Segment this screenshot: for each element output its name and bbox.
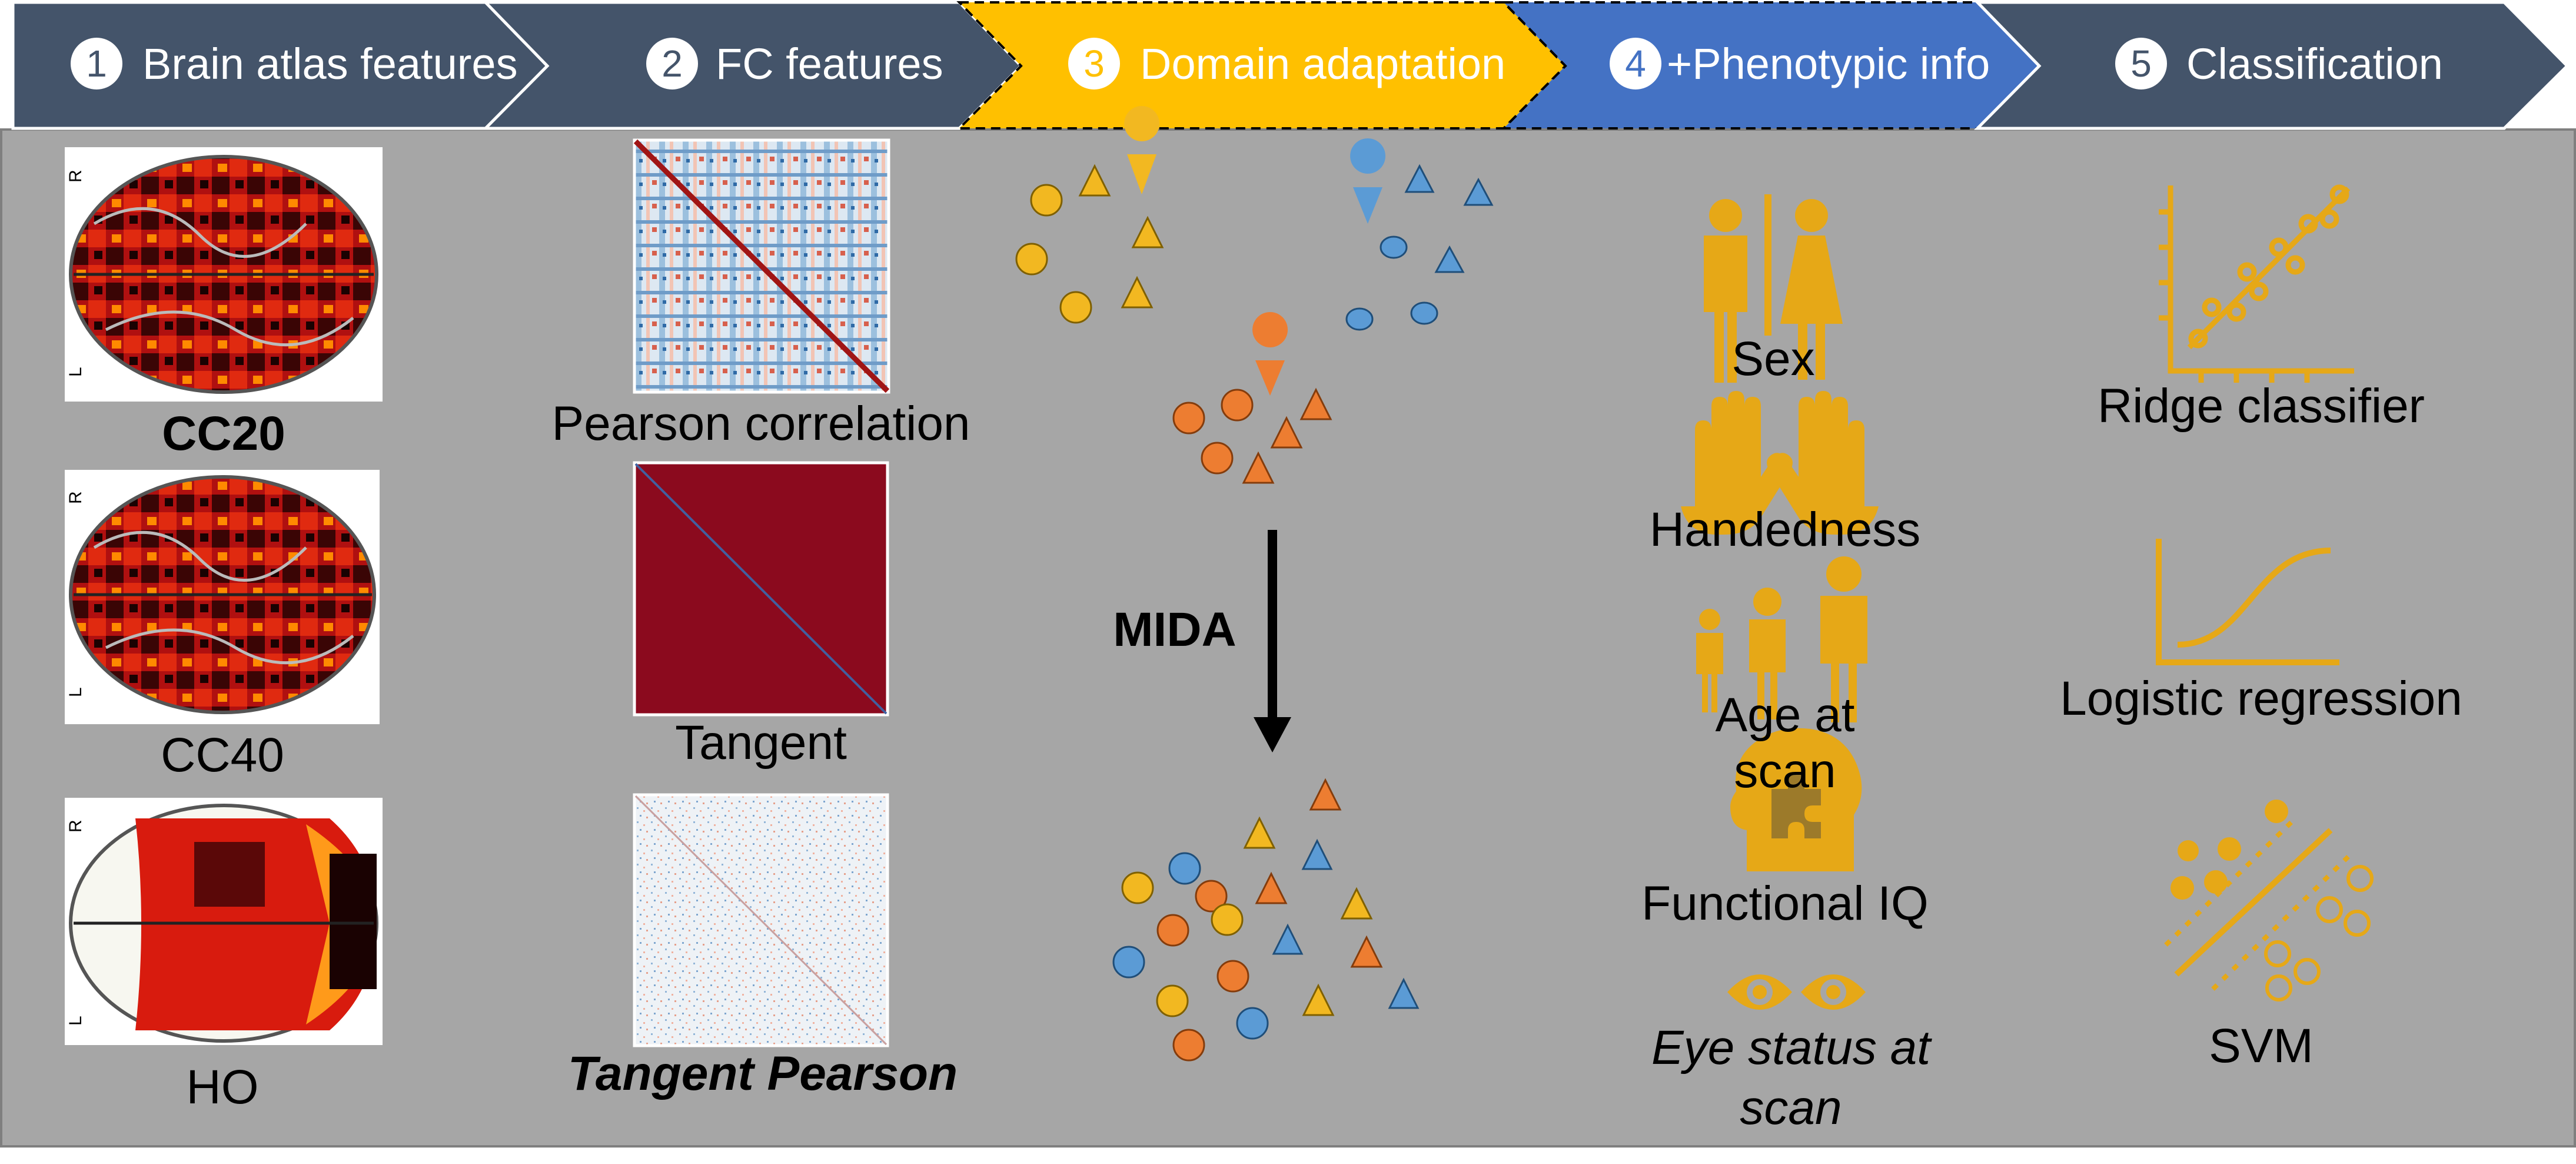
orange-triangle-marker bbox=[1270, 416, 1303, 449]
yellow-circle-marker bbox=[1015, 243, 1048, 276]
blue-triangle-marker bbox=[1404, 164, 1435, 193]
orange-triangle-marker bbox=[1309, 778, 1342, 811]
blue-circle-marker bbox=[1410, 301, 1438, 325]
step-5-label: Classification bbox=[2186, 39, 2443, 88]
blue-triangle-marker bbox=[1434, 245, 1465, 273]
blue-triangle-marker bbox=[1272, 923, 1304, 955]
yellow-circle-marker bbox=[1059, 291, 1092, 324]
content-panel bbox=[0, 128, 2576, 1148]
blue-location-pin-icon bbox=[1350, 138, 1386, 224]
atlas-cc20-image bbox=[65, 147, 383, 402]
step-5-number: 5 bbox=[2115, 38, 2167, 89]
step-3-number: 3 bbox=[1068, 38, 1120, 89]
svm-label: SVM bbox=[2209, 1019, 2314, 1073]
cc20-side-r: R bbox=[66, 170, 85, 183]
orange-triangle-marker bbox=[1255, 871, 1288, 904]
step-3-label: Domain adaptation bbox=[1140, 39, 1506, 88]
cc40-side-r: R bbox=[66, 491, 85, 504]
blue-circle-marker bbox=[1380, 236, 1408, 259]
eyes-icon bbox=[1727, 974, 1866, 1010]
head-puzzle-icon bbox=[1730, 728, 1862, 871]
blue-circle-marker bbox=[1112, 946, 1145, 979]
age-label-line2: scan bbox=[1734, 744, 1836, 798]
step-banner bbox=[11, 1, 2570, 130]
domain-source-orange bbox=[1172, 312, 1332, 484]
mida-label: MIDA bbox=[1113, 603, 1237, 656]
yellow-triangle-marker bbox=[1078, 164, 1111, 197]
ho-side-r: R bbox=[66, 820, 85, 833]
blue-triangle-marker bbox=[1463, 177, 1494, 206]
step-2-label: FC features bbox=[716, 39, 943, 88]
orange-circle-marker bbox=[1221, 389, 1254, 422]
orange-circle-marker bbox=[1201, 442, 1234, 475]
orange-circle-marker bbox=[1156, 914, 1189, 947]
orange-triangle-marker bbox=[1299, 387, 1332, 420]
blue-circle-marker bbox=[1236, 1007, 1269, 1040]
handedness-label: Handedness bbox=[1649, 503, 1921, 556]
atlas-cc40-image bbox=[65, 470, 380, 724]
tangent-matrix bbox=[633, 461, 889, 717]
yellow-triangle-marker bbox=[1243, 816, 1276, 849]
tangent-pearson-matrix bbox=[633, 793, 889, 1047]
step-4-number: 4 bbox=[1610, 38, 1661, 89]
atlas-ho-image bbox=[65, 798, 383, 1045]
step-4-label: +Phenotypic info bbox=[1667, 39, 1990, 88]
step-1-label: Brain atlas features bbox=[142, 39, 518, 88]
step-1-number: 1 bbox=[71, 38, 122, 89]
blue-circle-marker bbox=[1168, 852, 1201, 885]
blue-triangle-marker bbox=[1388, 977, 1420, 1009]
functional-iq-label: Functional IQ bbox=[1641, 877, 1929, 930]
domain-source-yellow bbox=[1015, 106, 1164, 324]
atlas-ho-label: HO bbox=[186, 1060, 259, 1114]
blue-triangle-marker bbox=[1301, 838, 1333, 870]
ridge-classifier-label: Ridge classifier bbox=[2098, 379, 2425, 433]
step-5-chevron bbox=[1974, 1, 2570, 130]
orange-location-pin-icon bbox=[1252, 312, 1288, 396]
sigmoid-curve-icon bbox=[2156, 539, 2339, 665]
step-2-number: 2 bbox=[646, 38, 698, 89]
male-female-icon bbox=[1704, 194, 1843, 383]
tangent-pearson-label: Tangent Pearson bbox=[567, 1047, 958, 1100]
orange-circle-marker bbox=[1195, 880, 1228, 913]
yellow-triangle-marker bbox=[1131, 215, 1164, 248]
domain-adapted-mixed bbox=[1112, 778, 1420, 1062]
eye-status-label-line1: Eye status at bbox=[1651, 1021, 1931, 1075]
sex-label: Sex bbox=[1731, 332, 1815, 386]
yellow-location-pin-icon bbox=[1124, 106, 1160, 194]
tangent-label: Tangent bbox=[675, 716, 847, 770]
ho-side-l: L bbox=[66, 1016, 85, 1026]
yellow-circle-marker bbox=[1156, 984, 1189, 1017]
orange-circle-marker bbox=[1172, 1029, 1205, 1062]
orange-triangle-marker bbox=[1350, 935, 1383, 968]
eye-status-label-line2: scan bbox=[1740, 1081, 1842, 1135]
orange-circle-marker bbox=[1216, 960, 1249, 993]
scatter-regression-icon bbox=[2159, 184, 2354, 383]
hands-icon bbox=[1681, 391, 1879, 535]
age-label-line1: Age at bbox=[1715, 688, 1855, 742]
yellow-triangle-marker bbox=[1340, 887, 1373, 920]
yellow-triangle-marker bbox=[1121, 276, 1154, 309]
age-group-icon bbox=[1696, 556, 1867, 722]
orange-circle-marker bbox=[1172, 402, 1205, 435]
domain-source-blue bbox=[1345, 138, 1494, 331]
svm-separator-icon bbox=[2164, 800, 2374, 1001]
atlas-cc20-label: CC20 bbox=[162, 407, 285, 460]
blue-circle-marker bbox=[1345, 307, 1374, 331]
yellow-circle-marker bbox=[1121, 871, 1154, 904]
cc20-side-l: L bbox=[66, 367, 85, 377]
orange-triangle-marker bbox=[1242, 451, 1275, 484]
yellow-circle-marker bbox=[1030, 184, 1063, 217]
yellow-circle-marker bbox=[1211, 903, 1244, 936]
yellow-triangle-marker bbox=[1302, 983, 1335, 1016]
pearson-matrix bbox=[633, 138, 890, 394]
logistic-regression-label: Logistic regression bbox=[2060, 672, 2462, 725]
pearson-label: Pearson correlation bbox=[551, 397, 970, 450]
atlas-cc40-label: CC40 bbox=[161, 728, 284, 782]
mida-arrow bbox=[1254, 530, 1291, 752]
cc40-side-l: L bbox=[66, 687, 85, 697]
